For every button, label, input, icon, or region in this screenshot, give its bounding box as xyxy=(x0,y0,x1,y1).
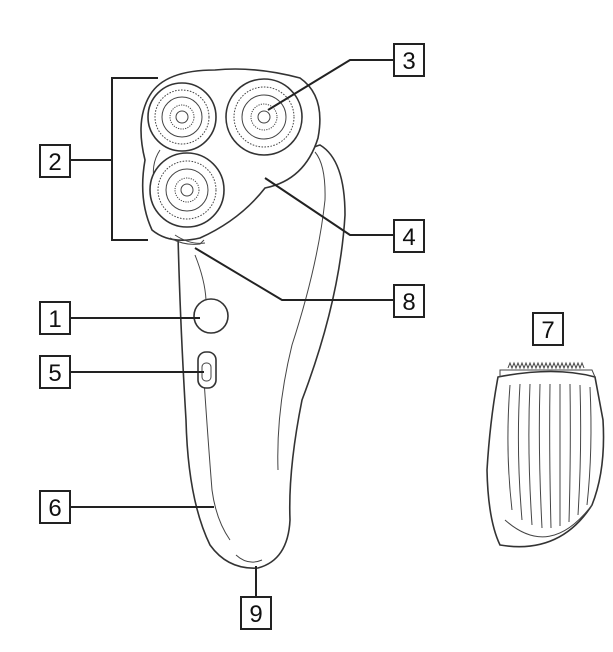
callout-5-text: 5 xyxy=(48,360,61,387)
callout-6-text: 6 xyxy=(48,495,61,522)
trimmer-teeth xyxy=(507,361,585,370)
callout-3: 3 xyxy=(393,43,425,77)
callout-7: 7 xyxy=(532,312,564,346)
callout-6: 6 xyxy=(39,490,71,524)
callout-9: 9 xyxy=(240,596,272,630)
shaving-head-top-left xyxy=(147,82,217,152)
leader-lines xyxy=(70,59,394,597)
shaver-body xyxy=(177,144,346,569)
callout-4: 4 xyxy=(393,219,425,253)
callout-7-text: 7 xyxy=(541,317,554,344)
callout-3-text: 3 xyxy=(402,48,415,75)
callout-2: 2 xyxy=(39,144,71,178)
lock-switch xyxy=(197,351,217,389)
callout-9-text: 9 xyxy=(249,601,262,628)
power-button xyxy=(193,298,229,334)
callout-8-text: 8 xyxy=(402,289,415,316)
shaving-head-top-right xyxy=(225,78,303,156)
callout-2-text: 2 xyxy=(48,149,61,176)
callout-5: 5 xyxy=(39,355,71,389)
callout-8: 8 xyxy=(393,284,425,318)
callout-4-text: 4 xyxy=(402,224,415,251)
shaving-head-bottom xyxy=(149,152,225,228)
trimmer-attachment xyxy=(486,361,605,548)
callout-1: 1 xyxy=(39,301,71,335)
callout-1-text: 1 xyxy=(48,306,61,333)
